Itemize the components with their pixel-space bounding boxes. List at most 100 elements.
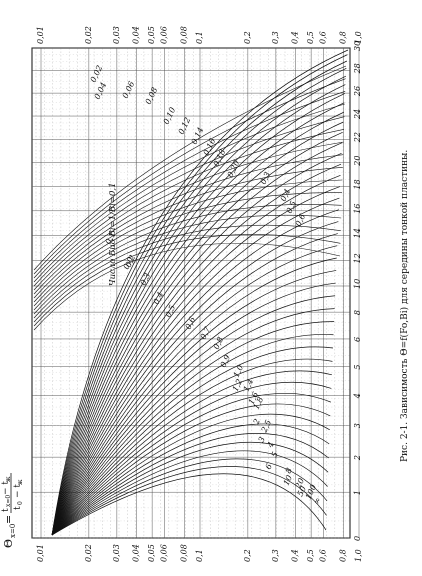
formula-denominator-sub: 0 xyxy=(17,501,24,505)
x-tick-label: 30 xyxy=(353,41,362,51)
bi-curve-upper xyxy=(33,78,346,275)
x-tick-label: 28 xyxy=(353,63,362,74)
bi-label-left: 10 xyxy=(282,474,294,487)
y-tick-label-right: 0,6 xyxy=(319,31,328,44)
x-tick-label: 20 xyxy=(353,156,362,167)
bi-curve-upper xyxy=(33,91,346,279)
y-tick-label-left: 0,04 xyxy=(132,544,141,562)
bi-curve-upper xyxy=(33,103,345,283)
x-tick-label: 18 xyxy=(353,179,362,189)
bi-curves xyxy=(33,49,349,536)
bi-curve xyxy=(51,49,349,536)
axis-tick-labels: 1,01,00,80,80,60,60,50,50,40,40,30,30,20… xyxy=(36,26,363,562)
x-tick-label: 14 xyxy=(353,228,362,238)
y-tick-label-right: 0,04 xyxy=(132,26,141,44)
x-tick-label: 8 xyxy=(353,310,362,315)
formula: Θ x=0 = t x=0 − t ж t 0 − t ж xyxy=(1,473,24,548)
y-tick-label-right: 0,01 xyxy=(36,26,45,44)
y-tick-label-right: 0,2 xyxy=(243,31,252,44)
bi-curve xyxy=(51,423,330,536)
bi-curve xyxy=(51,245,338,536)
y-tick-label-right: 0,1 xyxy=(195,31,204,44)
y-tick-label-left: 0,4 xyxy=(291,549,300,562)
bi-curve-upper xyxy=(33,154,344,299)
bi-curve xyxy=(51,450,328,536)
bi-label-left: 20 xyxy=(293,477,306,491)
y-tick-label-left: 0,08 xyxy=(180,544,189,562)
formula-sub: x=0 xyxy=(9,524,17,538)
bi-curve-upper xyxy=(33,242,341,331)
formula-numerator-sub2: ж xyxy=(5,476,12,482)
bi-curve xyxy=(51,60,348,536)
bi-label-left: 50 xyxy=(296,485,308,498)
bi-curve xyxy=(51,321,335,536)
bi-curve xyxy=(51,381,332,536)
bi-curve xyxy=(51,433,329,536)
formula-denominator: t xyxy=(13,506,23,510)
bi-curve-upper xyxy=(33,129,345,291)
x-tick-label: 12 xyxy=(353,253,362,263)
bi-curve xyxy=(51,334,334,536)
bi-curve xyxy=(51,121,344,536)
bi-curve-upper xyxy=(33,179,343,307)
figure-caption: Рис. 2-1. Зависимость Θ=f(Fo,Bi) для сер… xyxy=(399,150,410,462)
x-tick-label: 3 xyxy=(353,423,362,428)
y-tick-label-right: 0,05 xyxy=(147,26,156,44)
formula-denominator-minus: − t xyxy=(13,484,23,498)
x-tick-label: 4 xyxy=(353,393,362,399)
bi-curve xyxy=(51,221,339,536)
bi-label-left: 6 xyxy=(264,462,274,470)
bi-curve-upper xyxy=(33,141,344,295)
bi-curve xyxy=(51,257,337,536)
x-tick-label: 6 xyxy=(353,337,362,342)
bi-curve xyxy=(51,346,334,536)
bi-curve xyxy=(51,270,337,536)
bi-curve xyxy=(51,197,340,536)
x-tick-label: 2 xyxy=(353,455,362,461)
formula-numerator-sub: x=0 xyxy=(5,495,12,507)
bi-curve xyxy=(51,142,343,536)
formula-lhs: Θ xyxy=(2,539,15,548)
y-tick-label-left: 0,01 xyxy=(36,544,45,562)
bi-curve xyxy=(51,458,328,536)
bi-curve-upper xyxy=(33,214,342,319)
bi-curve-upper xyxy=(33,65,347,271)
bi-curve xyxy=(51,67,347,536)
bi-label-left: ∞ xyxy=(312,496,323,506)
bi-curve xyxy=(51,102,345,536)
bi-curve xyxy=(51,54,348,536)
x-tick-label: 22 xyxy=(353,132,362,143)
bi-curve-upper xyxy=(33,204,342,315)
bi-curve xyxy=(51,295,336,536)
y-tick-label-left: 0,03 xyxy=(112,544,121,562)
bi-curve xyxy=(51,75,347,536)
bi-curve xyxy=(51,174,341,536)
bi-curve xyxy=(51,163,342,536)
formula-denominator-sub2: ж xyxy=(17,479,24,485)
bi-label-left: 5 xyxy=(270,450,280,458)
bi-label-left: 3 xyxy=(257,435,267,443)
x-tick-label: 5 xyxy=(353,364,362,369)
bi-curve xyxy=(51,392,331,536)
y-tick-label-right: 0,4 xyxy=(291,31,300,44)
x-tick-label: 10 xyxy=(353,279,362,289)
y-tick-label-left: 0,02 xyxy=(84,544,93,562)
y-tick-label-right: 0,5 xyxy=(306,31,315,44)
y-tick-label-right: 0,8 xyxy=(339,31,348,44)
x-tick-label: 0 xyxy=(353,536,362,541)
y-tick-label-left: 0,05 xyxy=(147,544,156,562)
x-tick-label: 24 xyxy=(353,109,362,120)
bi-label-left: 4 xyxy=(265,440,276,449)
bi-curve xyxy=(51,473,327,536)
y-tick-label-left: 0,8 xyxy=(339,549,348,562)
bi-curve-upper xyxy=(33,234,341,327)
y-tick-label-right: 0,03 xyxy=(112,26,121,44)
bi-curve-upper xyxy=(33,224,341,323)
y-tick-label-right: 1,0 xyxy=(354,31,363,44)
y-tick-label-left: 0,1 xyxy=(195,549,204,562)
bi-curve xyxy=(51,209,339,536)
bi-curve xyxy=(51,413,330,536)
y-tick-label-right: 0,02 xyxy=(84,26,93,44)
x-tick-label: 16 xyxy=(353,204,362,214)
bi-curve xyxy=(51,153,342,536)
